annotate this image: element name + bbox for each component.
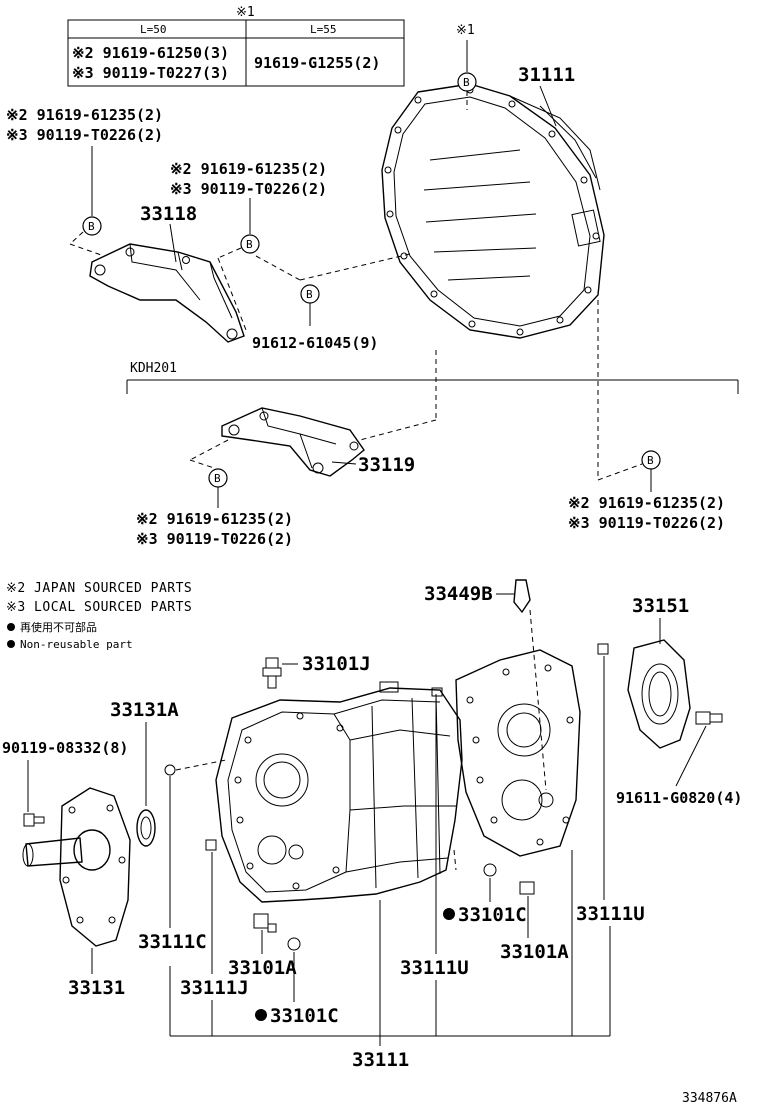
b-text-low: B (214, 472, 221, 485)
label-33111: 33111 (352, 1049, 409, 1071)
b-text-center: B (306, 288, 313, 301)
legend-nonreuse-en: Non-reusable part (20, 638, 133, 651)
mark-x1: ※1 (456, 23, 475, 38)
bracket-33119 (221, 407, 365, 477)
label-bolt-low-b: ※3 90119-T0226(2) (136, 530, 293, 548)
label-33118: 33118 (140, 203, 197, 225)
extension-housing (22, 787, 131, 947)
label-33449b: 33449B (424, 583, 493, 605)
label-33101a-low: 33101A (228, 957, 297, 979)
label-31111: 31111 (518, 64, 575, 86)
label-33151: 33151 (632, 595, 689, 617)
small-parts (23, 579, 723, 951)
legend: ※2 JAPAN SOURCED PARTS ※3 LOCAL SOURCED … (6, 581, 192, 651)
table-col1-header: L=50 (140, 23, 167, 36)
label-33131: 33131 (68, 977, 125, 999)
label-33101a-right: 33101A (500, 941, 569, 963)
legend-nonreuse-jp: 再使用不可部品 (20, 620, 97, 634)
b-text-top: B (463, 76, 470, 89)
bearing-retainer (627, 639, 691, 749)
label-bolt-left-b: ※3 90119-T0226(2) (6, 126, 163, 144)
table-col2-value: 91619-G1255(2) (254, 54, 380, 72)
label-bolt-mid-b: ※3 90119-T0226(2) (170, 180, 327, 198)
table-row1: ※2 91619-61250(3) (72, 44, 229, 62)
table-col2-header: L=55 (310, 23, 337, 36)
bolt-length-table: ※1 L=50 L=55 ※2 91619-61250(3) ※3 90119-… (67, 5, 405, 87)
label-33111u-right: 33111U (576, 903, 645, 925)
label-33111j: 33111J (180, 977, 249, 999)
label-bolt-ext: 90119-08332(8) (2, 739, 128, 757)
legend-local: ※3 LOCAL SOURCED PARTS (6, 600, 192, 615)
label-33101c-mid: 33101C (458, 904, 527, 926)
adapter-plate (455, 649, 581, 857)
label-33111u-mid: 33111U (400, 957, 469, 979)
label-bolt-mid-a: ※2 91619-61235(2) (170, 160, 327, 178)
b-text-left: B (88, 220, 95, 233)
label-33111c: 33111C (138, 931, 207, 953)
label-bolt-right-a: ※2 91619-61235(2) (568, 494, 725, 512)
b-text-right: B (647, 454, 654, 467)
label-33119: 33119 (358, 454, 415, 476)
case-collector-lines (169, 849, 611, 1037)
label-33101c-low: 33101C (270, 1005, 339, 1027)
table-row2: ※3 90119-T0227(3) (72, 64, 229, 82)
label-bolt-left-a: ※2 91619-61235(2) (6, 106, 163, 124)
label-33131a: 33131A (110, 699, 179, 721)
label-bolt-low-a: ※2 91619-61235(2) (136, 510, 293, 528)
legend-japan: ※2 JAPAN SOURCED PARTS (6, 581, 192, 596)
image-id: 334876A (682, 1091, 737, 1106)
label-bolt-right-b: ※3 90119-T0226(2) (568, 514, 725, 532)
label-33101j: 33101J (302, 653, 371, 675)
clutch-housing (381, 83, 605, 339)
b-text-mid: B (246, 238, 253, 251)
label-bolt-retainer: 91611-G0820(4) (616, 789, 742, 807)
label-bolt-main: 91612-61045(9) (252, 334, 378, 352)
label-variant: KDH201 (130, 361, 177, 376)
transmission-case (215, 681, 463, 903)
b-mark-top: ※1 B (456, 23, 477, 110)
bracket-33118 (89, 243, 245, 343)
table-group-mark: ※1 (236, 5, 255, 20)
